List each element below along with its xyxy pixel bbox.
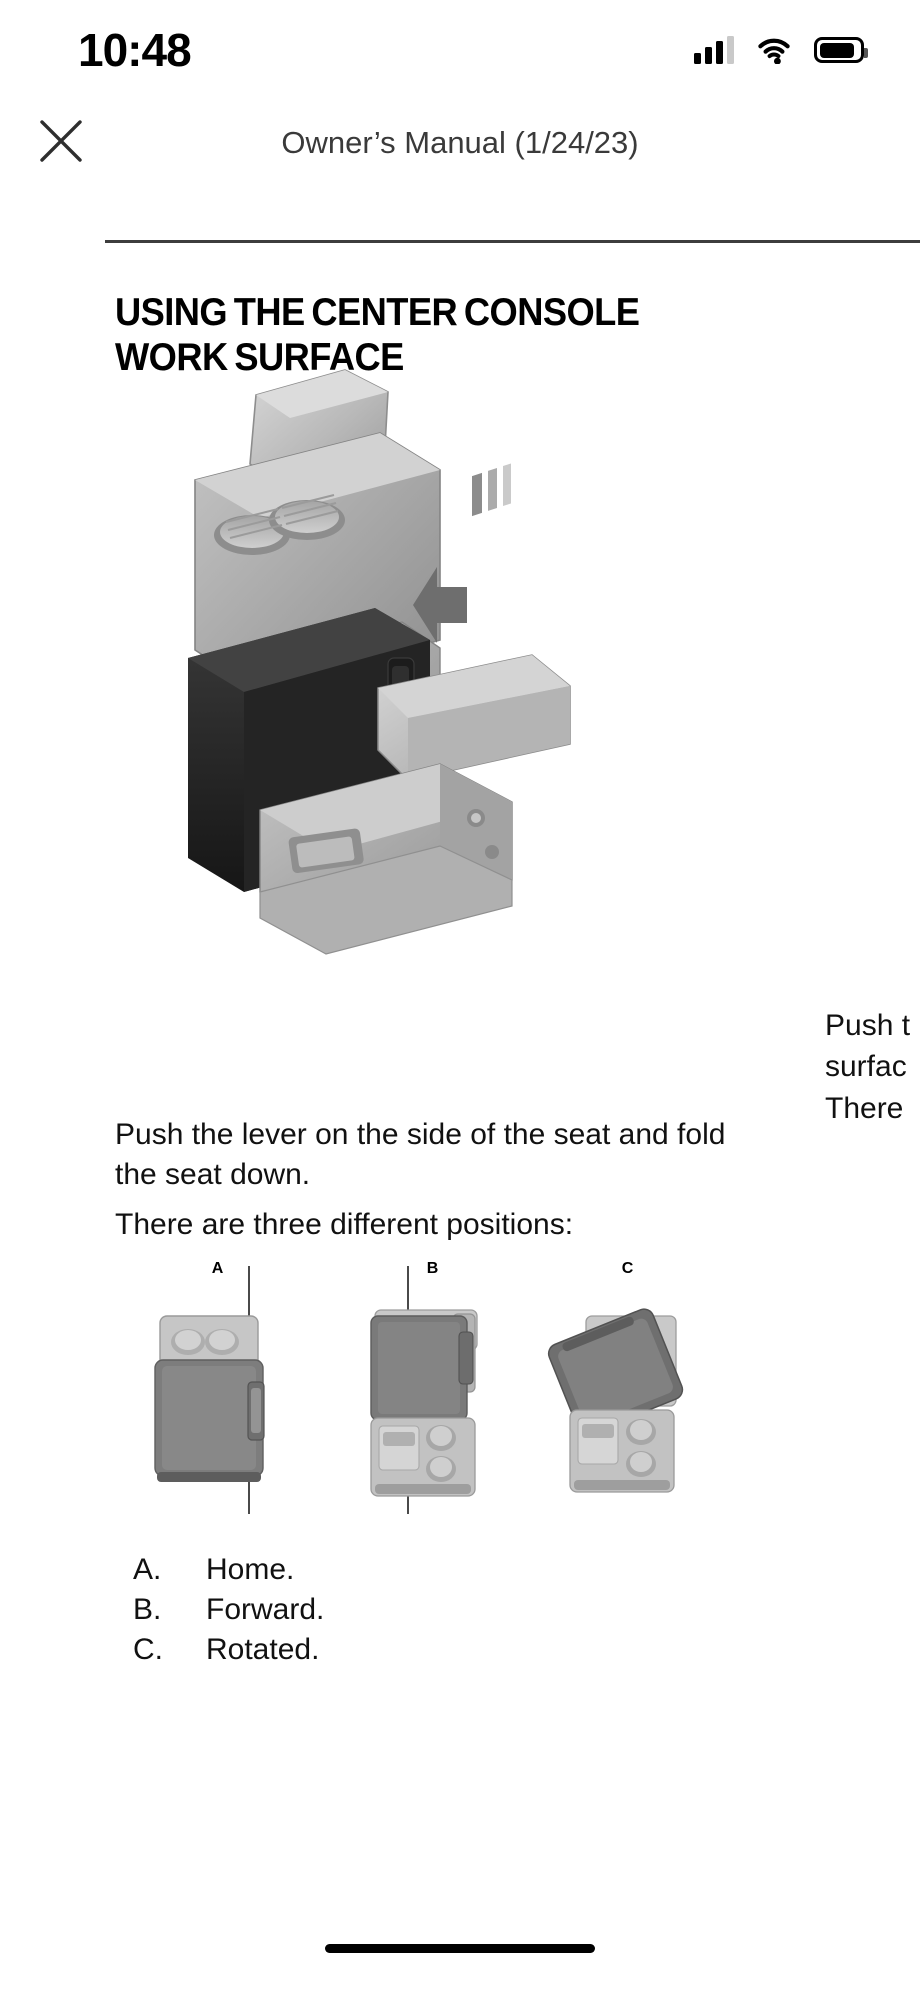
close-icon xyxy=(38,118,84,169)
position-cell-b: B xyxy=(335,1260,530,1525)
legend-key-a: A. xyxy=(133,1553,162,1586)
instruction-paragraph-1: Push the lever on the side of the seat a… xyxy=(115,1118,726,1191)
list-item: B. Forward. xyxy=(133,1590,773,1630)
direction-arrow-icon xyxy=(413,463,511,643)
legend-key-b: B. xyxy=(133,1593,162,1626)
legend-key-c: C. xyxy=(133,1633,163,1666)
position-label-c: C xyxy=(621,1260,634,1277)
legend-text-b: Forward. xyxy=(206,1593,325,1626)
console-position-rotated-diagram xyxy=(530,1286,725,1521)
home-indicator[interactable] xyxy=(325,1944,595,1953)
instruction-paragraph-2: There are three different positions: xyxy=(115,1208,574,1241)
section-heading: USING THE CENTER CONSOLE WORK SURFACE xyxy=(115,291,640,380)
console-position-home-diagram xyxy=(120,1286,315,1521)
header-divider xyxy=(105,240,920,243)
overflow-text-column: Push t surfac There xyxy=(825,1005,920,1129)
close-button[interactable] xyxy=(26,108,96,178)
page-title: Owner’s Manual (1/24/23) xyxy=(281,125,639,160)
list-item: A. Home. xyxy=(133,1550,773,1590)
battery-icon xyxy=(814,37,868,63)
legend-text-a: Home. xyxy=(206,1553,295,1586)
list-item: C. Rotated. xyxy=(133,1630,773,1670)
console-position-forward-diagram xyxy=(335,1286,530,1521)
position-diagram-strip: A B xyxy=(115,1260,755,1525)
legend-text-c: Rotated. xyxy=(206,1633,320,1666)
overflow-line-1: Push t xyxy=(825,1009,911,1042)
position-label-a: A xyxy=(211,1260,224,1277)
car-seat-illustration xyxy=(140,340,640,970)
position-label-b: B xyxy=(426,1260,439,1277)
position-legend-list: A. Home. B. Forward. C. Rotated. xyxy=(133,1550,773,1670)
position-cell-c: C xyxy=(530,1260,725,1525)
overflow-line-3: There xyxy=(825,1091,904,1125)
nav-header: Owner’s Manual (1/24/23) xyxy=(0,100,920,186)
status-icons xyxy=(694,36,868,65)
wifi-icon xyxy=(756,36,792,65)
signal-bars-icon xyxy=(694,36,734,64)
status-bar: 10:48 xyxy=(0,0,920,100)
overflow-line-2: surfac xyxy=(825,1050,907,1084)
position-cell-a: A xyxy=(120,1260,315,1525)
status-time: 10:48 xyxy=(78,24,192,76)
